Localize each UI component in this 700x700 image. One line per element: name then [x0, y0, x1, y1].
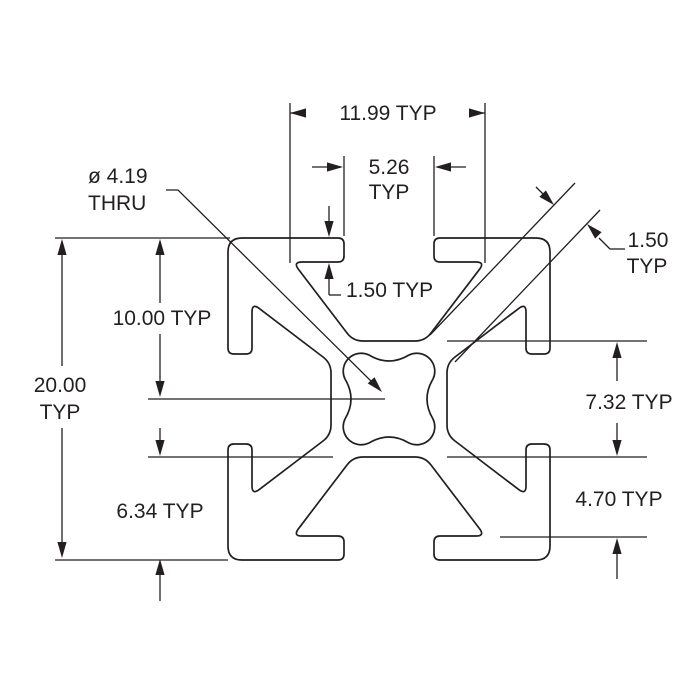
- center-bore-hole: [342, 352, 436, 446]
- dimension-arrowheads: [57, 108, 622, 575]
- dim-hub-to-lip: 4.70 TYP: [575, 488, 662, 511]
- dim-hub-to-face: 6.34 TYP: [116, 500, 203, 523]
- dim-hole-diameter: ø 4.19: [88, 165, 148, 188]
- dim-slot-opening-typ: TYP: [369, 181, 410, 204]
- extension-lines: [55, 103, 647, 561]
- dim-overall-value: 20.00: [34, 374, 87, 397]
- dim-hub-height: 7.32 TYP: [585, 391, 672, 414]
- dim-lip-thickness: 1.50 TYP: [346, 279, 433, 302]
- dim-overall-typ: TYP: [40, 401, 81, 424]
- dim-hole-thru: THRU: [88, 192, 146, 215]
- dim-center-to-face: 10.00 TYP: [113, 307, 212, 330]
- dim-slot-opening-value: 5.26: [369, 156, 410, 179]
- dim-web-thickness-typ: TYP: [627, 255, 668, 278]
- leader-lines: [166, 189, 381, 391]
- dim-web-thickness-value: 1.50: [628, 229, 669, 252]
- extrusion-profile-outline: [227, 237, 551, 561]
- dimension-labels: 11.99 TYP 5.26 TYP ø 4.19 THRU 1.50 TYP …: [34, 102, 673, 523]
- dim-slot-inner-width: 11.99 TYP: [339, 102, 436, 125]
